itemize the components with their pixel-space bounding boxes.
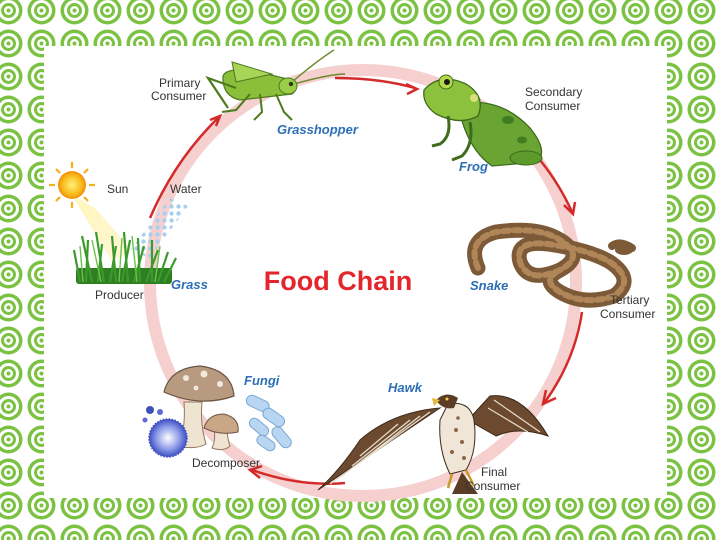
label-snake: Snake [470, 278, 508, 293]
arrow-frog-to-snake [539, 159, 574, 213]
grasshopper-icon [205, 49, 346, 121]
label-producer: Producer [95, 288, 144, 302]
label-sun: Sun [107, 182, 128, 196]
bacteria-icon [245, 394, 292, 452]
label-fungi: Fungi [244, 373, 280, 388]
label-tertiary-consumer-2: Consumer [600, 307, 655, 321]
sun-icon [49, 162, 132, 262]
cycle-arrows [148, 76, 584, 486]
label-secondary-consumer-1: Secondary [525, 85, 582, 99]
arrow-grass-to-grasshopper [148, 117, 219, 219]
spiky-spore-icon [142, 406, 188, 458]
label-primary-consumer-1: Primary [159, 76, 200, 90]
arrow-snake-to-hawk [543, 311, 584, 403]
grass-icon [72, 231, 177, 284]
diagram-title: Food Chain [264, 266, 412, 296]
frog-icon [423, 74, 543, 167]
label-hawk: Hawk [388, 380, 423, 395]
label-final-consumer-2: Consumer [465, 479, 520, 493]
label-final-consumer-1: Final [481, 465, 507, 479]
label-tertiary-consumer-1: Tertiary [610, 293, 649, 307]
label-primary-consumer-2: Consumer [151, 89, 206, 103]
fungi-icon [163, 365, 239, 451]
label-water: Water [170, 182, 202, 196]
snake-icon [467, 222, 636, 308]
water-drops-icon [130, 198, 188, 258]
label-grass: Grass [171, 277, 208, 292]
label-grasshopper: Grasshopper [277, 122, 359, 137]
arrow-hawk-to-decomposer [251, 468, 346, 486]
label-secondary-consumer-2: Consumer [525, 99, 580, 113]
label-frog: Frog [459, 159, 488, 174]
label-decomposer: Decomposer [192, 456, 260, 470]
hawk-icon [317, 394, 550, 494]
